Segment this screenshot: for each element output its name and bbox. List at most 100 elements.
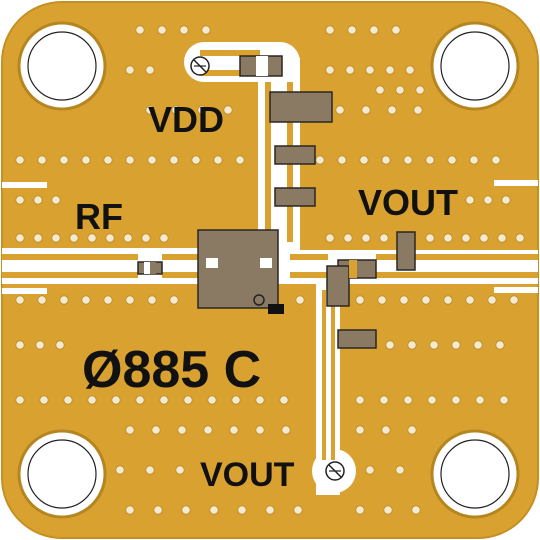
via	[59, 295, 69, 305]
vdd-resistor-2	[274, 187, 316, 207]
via	[135, 395, 145, 405]
via	[425, 155, 435, 165]
left-edge-gap-bottom	[2, 288, 47, 294]
via	[125, 505, 135, 515]
via	[369, 25, 379, 35]
via	[429, 340, 439, 350]
via	[475, 395, 485, 405]
via	[359, 155, 369, 165]
via	[231, 395, 241, 405]
right-edge-gap-bottom	[494, 287, 538, 293]
via	[499, 395, 509, 405]
via	[63, 395, 73, 405]
via	[355, 295, 365, 305]
via	[181, 505, 191, 515]
via	[35, 340, 45, 350]
via	[443, 295, 453, 305]
via	[197, 105, 207, 115]
right-edge-gap-top	[494, 180, 538, 186]
via	[125, 155, 135, 165]
via	[15, 295, 25, 305]
via	[145, 465, 155, 475]
via	[279, 395, 289, 405]
via	[169, 295, 179, 305]
via	[15, 155, 25, 165]
via	[383, 505, 393, 515]
via	[355, 505, 365, 515]
via	[387, 105, 397, 115]
via	[395, 465, 405, 475]
via	[209, 505, 219, 515]
vout-shunt-capacitor	[326, 265, 350, 307]
via	[487, 295, 497, 305]
via	[425, 233, 435, 243]
via	[55, 340, 65, 350]
via	[465, 295, 475, 305]
vdd-resistor-1	[274, 145, 316, 165]
via	[335, 105, 345, 115]
via	[355, 395, 365, 405]
via	[473, 340, 483, 350]
via	[295, 295, 305, 305]
via	[315, 155, 325, 165]
via	[37, 295, 47, 305]
via	[403, 155, 413, 165]
via	[379, 395, 389, 405]
via	[15, 195, 25, 205]
via	[159, 233, 169, 243]
via	[399, 295, 409, 305]
via	[111, 395, 121, 405]
vdd-test-point	[190, 56, 210, 76]
via	[403, 395, 413, 405]
via	[39, 395, 49, 405]
via	[451, 395, 461, 405]
via	[415, 85, 425, 95]
via	[377, 295, 387, 305]
pin1-indicator	[253, 294, 265, 306]
via	[179, 25, 189, 35]
via	[515, 233, 525, 243]
via	[59, 155, 69, 165]
via	[87, 395, 97, 405]
via	[15, 395, 25, 405]
via	[265, 505, 275, 515]
via	[495, 340, 505, 350]
via	[125, 65, 135, 75]
via	[411, 505, 421, 515]
via	[281, 425, 291, 435]
via	[443, 233, 453, 243]
ic-pads	[144, 250, 357, 278]
via	[201, 25, 211, 35]
via	[447, 155, 457, 165]
via	[15, 233, 25, 243]
ic-marks	[253, 294, 284, 314]
via	[361, 233, 371, 243]
via	[175, 465, 185, 475]
via	[169, 155, 179, 165]
via-field	[15, 25, 525, 515]
via	[365, 465, 375, 475]
vout-test-point	[325, 461, 345, 481]
via	[153, 505, 163, 515]
via	[255, 425, 265, 435]
via	[229, 425, 239, 435]
via	[385, 65, 395, 75]
via	[177, 425, 187, 435]
mounting-hole-icon	[17, 21, 520, 519]
via	[361, 105, 371, 115]
vout-right-label: VOUT	[358, 182, 458, 223]
via	[115, 465, 125, 475]
via	[479, 233, 489, 243]
via	[171, 105, 181, 115]
via	[151, 425, 161, 435]
via	[469, 155, 479, 165]
via	[325, 233, 335, 243]
via	[145, 105, 155, 115]
vout-filter-capacitor	[337, 329, 377, 349]
via	[381, 425, 391, 435]
via	[355, 425, 365, 435]
via	[451, 340, 461, 350]
vout-bottom-label: VOUT	[200, 456, 295, 494]
via	[465, 195, 475, 205]
